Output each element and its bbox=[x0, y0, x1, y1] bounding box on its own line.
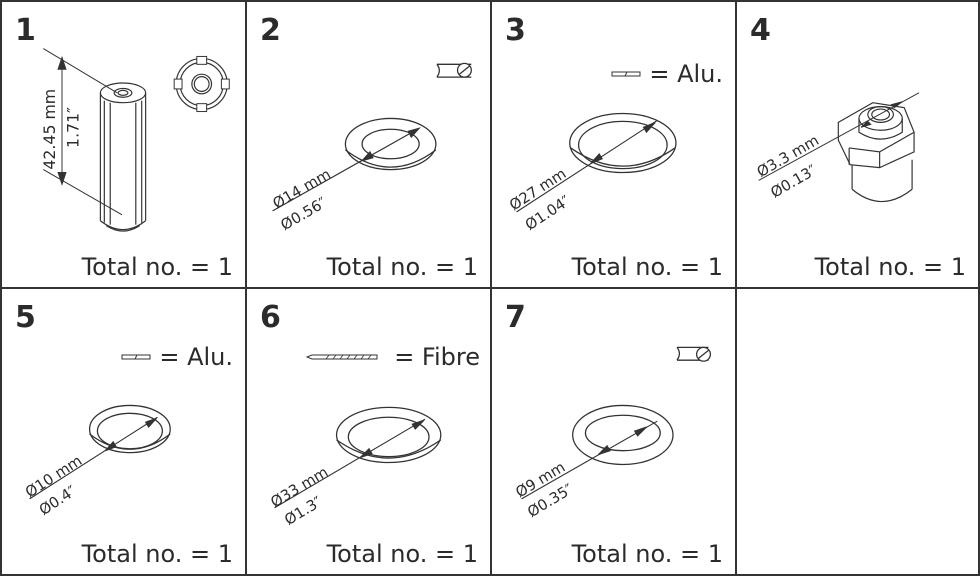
total-count: Total no. = 1 bbox=[81, 253, 233, 281]
hex-nozzle-icon: Ø3.3 mm Ø0.13″ bbox=[754, 92, 920, 202]
empty-cell bbox=[735, 287, 980, 576]
part-cell-6: 6 = Fibre bbox=[245, 287, 492, 576]
part-number: 6 bbox=[260, 300, 281, 335]
part-number: 3 bbox=[505, 13, 526, 48]
o-ring-section-icon: Ø9 mm Ø0.35″ bbox=[513, 346, 712, 521]
aluminium-gasket-section-icon bbox=[611, 71, 641, 77]
total-count: Total no. = 1 bbox=[326, 540, 478, 568]
part-cell-7: 7 Ø9 mm Ø0.35″ Total no. = 1 bbox=[490, 287, 737, 576]
material-legend: = Alu. bbox=[121, 345, 233, 369]
material-label: = Alu. bbox=[649, 60, 723, 88]
total-count: Total no. = 1 bbox=[571, 540, 723, 568]
o-ring-section-icon: Ø14 mm Ø0.56″ bbox=[270, 62, 472, 234]
total-count: Total no. = 1 bbox=[814, 253, 966, 281]
material-label: = Fibre bbox=[394, 343, 480, 371]
gasket-drawing: Ø33 mm Ø1.3″ bbox=[268, 406, 442, 529]
part-number: 1 bbox=[15, 13, 36, 48]
part-number: 2 bbox=[260, 13, 281, 48]
part-cell-1: 1 4 bbox=[0, 0, 247, 289]
total-count: Total no. = 1 bbox=[571, 253, 723, 281]
part-cell-2: 2 Ø14 mm Ø0.56″ Total no. = 1 bbox=[245, 0, 492, 289]
material-legend: = Fibre bbox=[306, 345, 480, 369]
gasket-drawing: Ø27 mm Ø1.04″ bbox=[507, 112, 677, 234]
part-cell-3: 3 = Alu. Ø27 mm Ø1.04″ Total no. = 1 bbox=[490, 0, 737, 289]
aluminium-gasket-section-icon bbox=[121, 354, 151, 360]
material-legend: = Alu. bbox=[611, 62, 723, 86]
gasket-drawing: Ø10 mm Ø0.4″ bbox=[22, 404, 171, 519]
part-cell-4: 4 Ø3.3 m bbox=[735, 0, 980, 289]
part-number: 7 bbox=[505, 300, 526, 335]
part-cell-5: 5 = Alu. Ø10 mm Ø0.4″ Total no. = 1 bbox=[0, 287, 247, 576]
material-label: = Alu. bbox=[159, 343, 233, 371]
total-count: Total no. = 1 bbox=[81, 540, 233, 568]
dimension-mm: 42.45 mm bbox=[40, 89, 59, 170]
part-number: 4 bbox=[750, 13, 771, 48]
part-number: 5 bbox=[15, 300, 36, 335]
dimension-in: 1.71″ bbox=[64, 107, 83, 148]
sleeve-tube-icon: 42.45 mm 1.71″ bbox=[40, 48, 230, 232]
total-count: Total no. = 1 bbox=[326, 253, 478, 281]
fibre-gasket-section-icon bbox=[306, 354, 378, 360]
